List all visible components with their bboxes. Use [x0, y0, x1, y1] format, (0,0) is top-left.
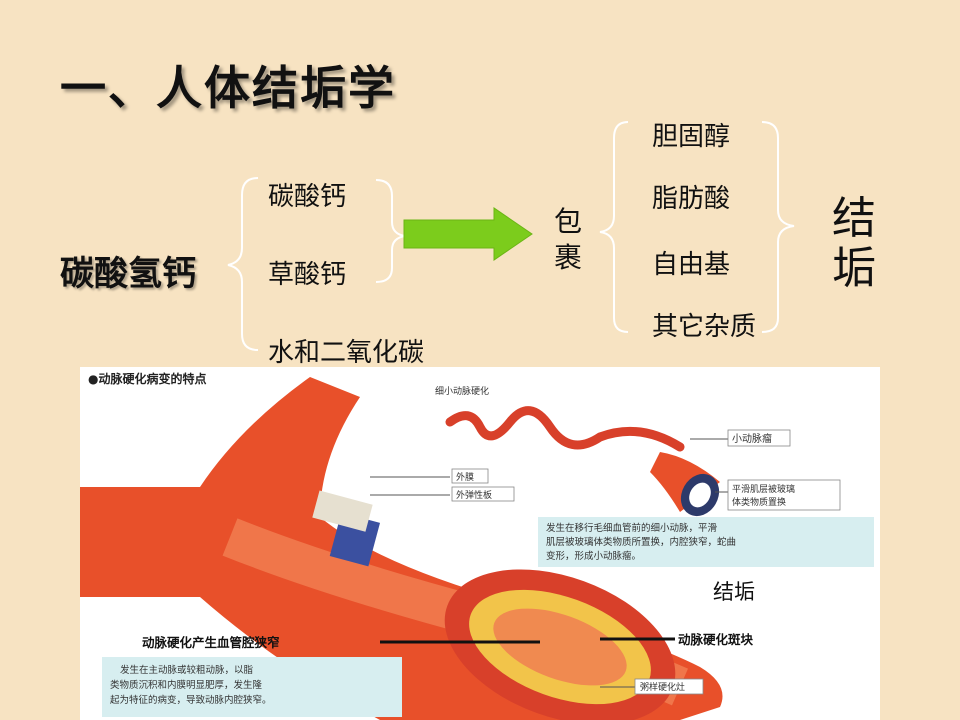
- large-artery: [80, 377, 723, 720]
- product-item: 水和二氧化碳: [268, 338, 425, 368]
- impurity-item: 脂肪酸: [652, 184, 731, 214]
- impurity-item: 自由基: [652, 250, 731, 280]
- wrap-label: 包: [554, 205, 583, 238]
- arrow-icon: [403, 207, 533, 261]
- slide-title: 一、人体结垢学: [60, 61, 396, 115]
- main-compound: 碳酸氢钙: [60, 254, 196, 294]
- note-left-line: 发生在主动脉或较粗动脉，以脂: [120, 664, 254, 676]
- note-right-line: 肌层被玻璃体类物质所置换，内腔狭窄，蛇曲: [546, 536, 736, 548]
- illustration-heading: ●动脉硬化病变的特点: [88, 371, 206, 386]
- impurity-item: 胆固醇: [652, 122, 731, 152]
- result-label: 结: [832, 193, 876, 244]
- left-brace-impurities: [599, 121, 629, 333]
- label-calc: 粥样硬化灶: [640, 681, 685, 693]
- note-left-line: 起为特征的病变，导致动脉内腔狭窄。: [110, 694, 272, 706]
- right-brace-impurities: [761, 121, 795, 333]
- label-small-artery: 细小动脉硬化: [435, 385, 489, 397]
- scale-label: 结垢: [713, 580, 755, 604]
- product-item: 碳酸钙: [268, 182, 347, 212]
- impurity-item: 其它杂质: [652, 312, 757, 342]
- result-label: 垢: [832, 243, 876, 294]
- artery-illustration: ●动脉硬化病变的特点 细小动脉硬化 小动脉瘤 平滑肌层被玻璃 体类物质置换 外膜…: [80, 367, 880, 720]
- label-elastic: 外弹性板: [456, 489, 492, 501]
- product-item: 草酸钙: [268, 260, 347, 290]
- label-smooth-muscle: 平滑肌层被玻璃: [732, 483, 795, 495]
- small-artery: [445, 406, 720, 517]
- left-brace: [227, 177, 259, 351]
- label-adventitia: 外膜: [456, 471, 474, 483]
- right-brace-products: [375, 179, 406, 283]
- note-right-line: 发生在移行毛细血管前的细小动脉，平滑: [546, 522, 718, 534]
- elastic-layer: [312, 490, 373, 532]
- note-right-line: 变形，形成小动脉瘤。: [546, 550, 641, 562]
- label-narrowing: 动脉硬化产生血管腔狭窄: [142, 635, 280, 650]
- label-smooth-muscle: 体类物质置换: [732, 496, 786, 508]
- label-small-aneurysm: 小动脉瘤: [732, 432, 772, 445]
- note-left-line: 类物质沉积和内膜明显肥厚，发生隆: [110, 679, 263, 691]
- muscle-layer: [329, 512, 381, 567]
- label-plaque: 动脉硬化斑块: [678, 632, 754, 647]
- wrap-label: 裹: [554, 241, 583, 274]
